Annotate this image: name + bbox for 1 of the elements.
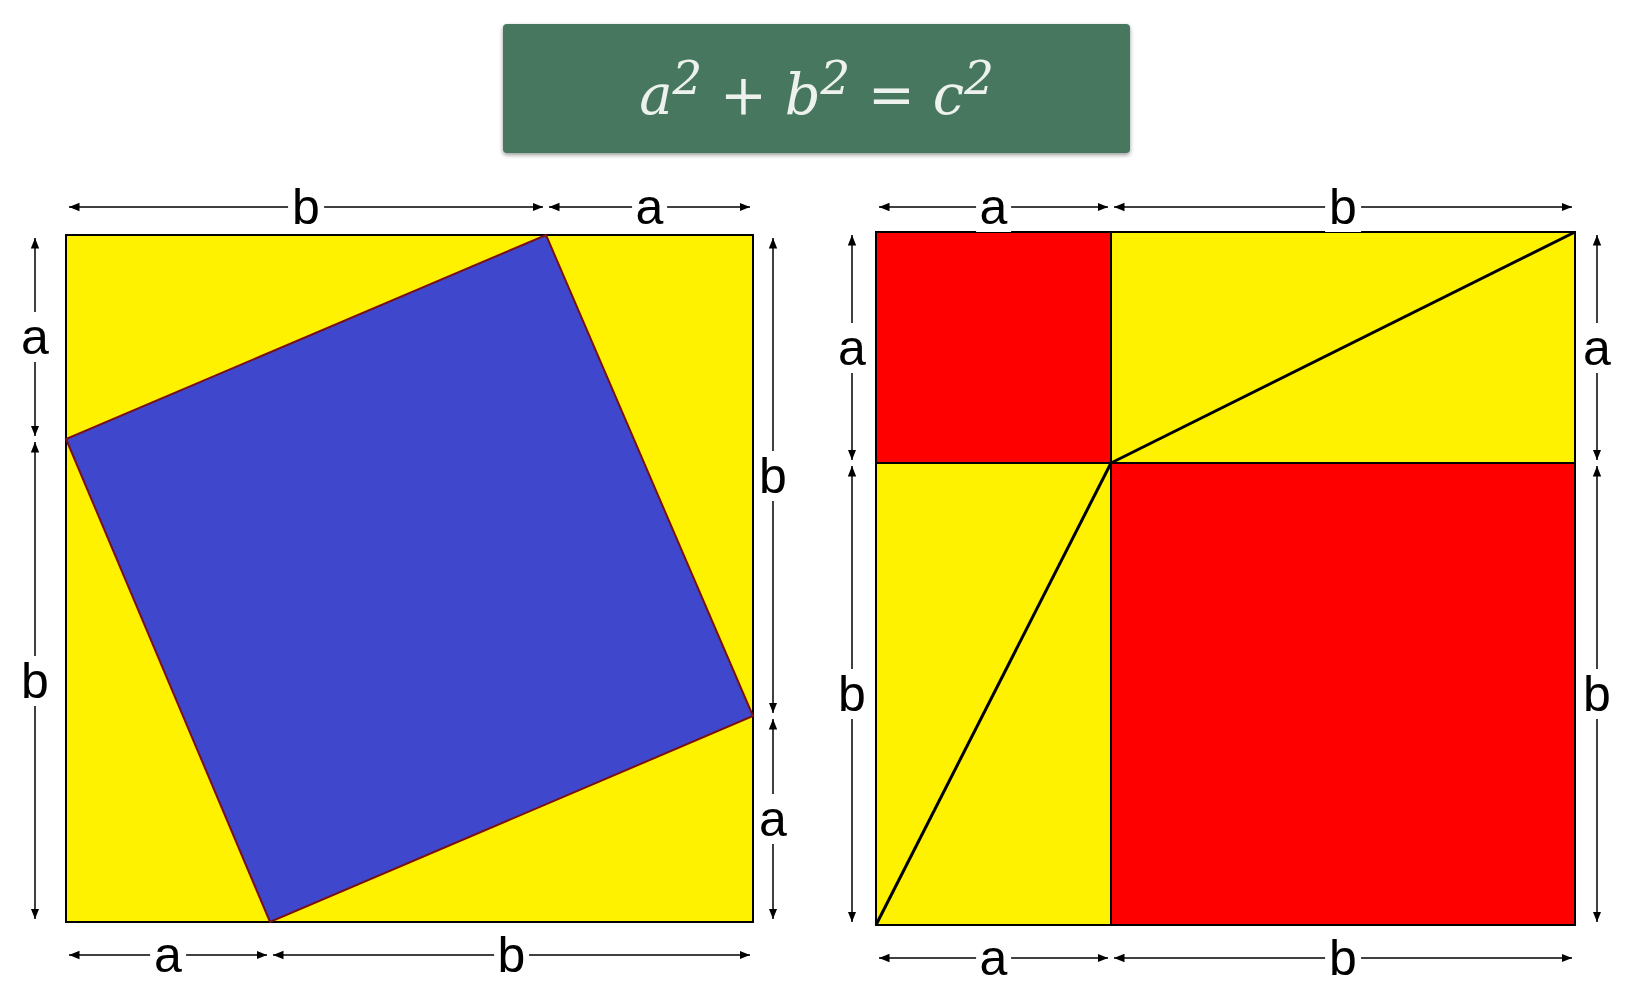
formula-title: a$^{2}$ + b$^{2}$ = c$^{2}$	[639, 50, 994, 127]
